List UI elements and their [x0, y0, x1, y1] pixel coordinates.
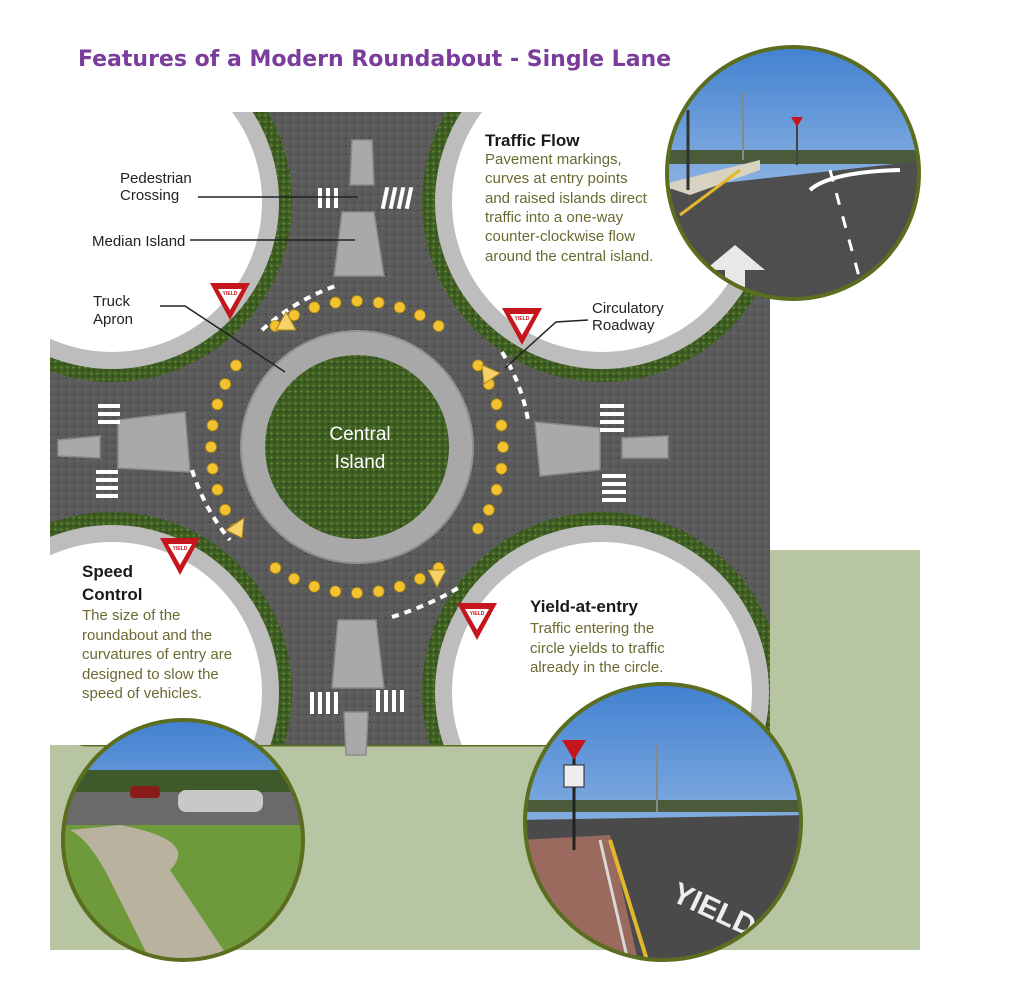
photo-yield-at-entry: YIELD — [523, 682, 803, 962]
callout-heading: Control — [82, 585, 142, 604]
svg-text:YIELD: YIELD — [223, 291, 238, 297]
page-title: Features of a Modern Roundabout - Single… — [78, 47, 671, 72]
flow-marker-dot — [495, 462, 508, 475]
photo-speed-control — [61, 718, 305, 962]
circulatory-roadway-label: Roadway — [592, 317, 655, 334]
flow-marker-dot — [269, 562, 282, 574]
callout-heading: Traffic Flow — [485, 131, 580, 150]
entry-yield-lines — [190, 283, 530, 619]
flow-marker-dot — [211, 398, 224, 411]
svg-text:traffic into a one-way: traffic into a one-way — [485, 209, 624, 226]
flow-marker-dot — [497, 441, 509, 453]
svg-text:around the central island.: around the central island. — [485, 248, 653, 265]
svg-text:YIELD: YIELD — [515, 316, 530, 322]
svg-text:already in the circle.: already in the circle. — [530, 659, 663, 676]
flow-marker-dot — [219, 503, 232, 516]
flow-marker-dot — [206, 419, 219, 432]
flow-marker-dot — [308, 301, 321, 314]
svg-text:designed to slow the: designed to slow the — [82, 666, 219, 683]
median-islands — [57, 139, 669, 756]
flow-marker-dot — [393, 301, 406, 314]
flow-marker-dot — [211, 483, 224, 496]
flow-marker-dot — [206, 462, 219, 475]
flow-marker-dot — [413, 572, 426, 585]
yield-sign-icon: YIELD — [210, 283, 250, 320]
flow-marker-dot — [372, 296, 385, 309]
car — [178, 790, 263, 812]
svg-text:The size of the: The size of the — [82, 607, 180, 624]
flow-marker-dot — [288, 572, 301, 585]
flow-arrows — [225, 310, 502, 589]
yield-at-entry-callout: Yield-at-entry Traffic entering the circ… — [530, 597, 665, 676]
callout-heading: Yield-at-entry — [530, 597, 639, 616]
svg-text:and raised islands direct: and raised islands direct — [485, 190, 648, 207]
flow-marker-dot — [472, 522, 484, 535]
leader-lines — [160, 196, 589, 373]
svg-text:roundabout and the: roundabout and the — [82, 627, 212, 644]
central-island — [265, 355, 449, 539]
yield-signs: YIELD YIELD YIELD YIELD — [160, 283, 542, 640]
svg-text:counter-clockwise flow: counter-clockwise flow — [485, 228, 635, 245]
yield-sign-icon: YIELD — [457, 603, 497, 640]
traffic-flow-callout: Traffic Flow Pavement markings, curves a… — [485, 131, 653, 265]
svg-text:circle yields to traffic: circle yields to traffic — [530, 640, 665, 657]
svg-text:curvatures of entry are: curvatures of entry are — [82, 646, 232, 663]
flow-marker-dot — [372, 585, 385, 598]
flow-marker-dot — [432, 320, 445, 332]
svg-text:YIELD: YIELD — [470, 611, 485, 617]
flow-marker-dot — [490, 398, 503, 411]
flow-marker-dot — [490, 483, 503, 496]
svg-text:Traffic entering the: Traffic entering the — [530, 620, 654, 637]
flow-marker-dot — [329, 296, 342, 309]
flow-arrow-icon — [427, 569, 447, 589]
svg-text:YIELD: YIELD — [173, 546, 188, 552]
flow-marker-dot — [288, 309, 301, 322]
central-island-label: Central — [329, 424, 390, 445]
svg-text:curves at entry points: curves at entry points — [485, 170, 628, 187]
circulatory-roadway-label: Circulatory — [592, 300, 664, 317]
pedestrian-crossing-label: Crossing — [120, 187, 179, 204]
flow-marker-dot — [308, 580, 321, 593]
flow-marker-dot — [205, 441, 217, 453]
photo-traffic-flow — [665, 45, 921, 301]
callout-heading: Speed — [82, 562, 133, 581]
yield-sign-icon: YIELD — [160, 538, 200, 575]
yield-sign-icon: YIELD — [502, 308, 542, 345]
pedestrian-crossing-label: Pedestrian — [120, 170, 192, 187]
flow-arrow-icon — [275, 310, 297, 331]
truck-apron-label: Apron — [93, 311, 133, 328]
speed-control-callout: Speed Control The size of the roundabout… — [82, 562, 232, 702]
flow-marker-dot — [495, 419, 508, 432]
svg-text:Pavement markings,: Pavement markings, — [485, 151, 622, 168]
truck-apron-label: Truck — [93, 293, 130, 310]
flow-marker-dot — [351, 587, 363, 599]
flow-marker-dot — [393, 580, 406, 593]
flow-marker-dot — [219, 378, 232, 391]
car — [130, 786, 160, 798]
flow-marker-dot — [230, 359, 242, 372]
median-island-label: Median Island — [92, 233, 185, 250]
pedestrian-crosswalks — [96, 186, 626, 714]
flow-arrow-icon — [225, 516, 245, 539]
flow-arrow-icon — [481, 364, 502, 385]
flow-marker-dot — [351, 295, 363, 307]
flow-marker-dot — [482, 503, 495, 516]
svg-text:speed of vehicles.: speed of vehicles. — [82, 685, 202, 702]
flow-marker-dot — [413, 309, 426, 322]
central-island-label: Island — [335, 452, 386, 473]
flow-marker-dot — [329, 585, 342, 598]
